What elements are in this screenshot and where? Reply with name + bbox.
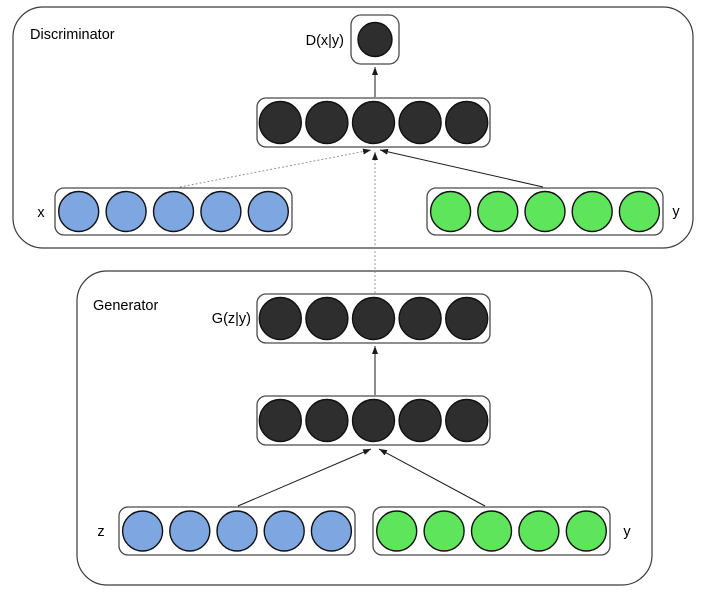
generator-input-z-layer — [121, 510, 353, 552]
generator-z-node — [216, 510, 258, 552]
generator-output-node — [305, 296, 349, 341]
discriminator-y-node — [618, 190, 661, 233]
generator-y-node — [565, 510, 607, 552]
generator-z-node — [169, 510, 211, 552]
discriminator-output-node — [357, 21, 393, 58]
generator-y-node — [518, 510, 560, 552]
generator-hidden-layer — [258, 398, 489, 443]
discriminator-hidden-node — [351, 100, 396, 145]
generator-container — [76, 270, 653, 586]
discriminator-input-x-layer — [57, 190, 289, 233]
generator-hidden-node — [398, 398, 442, 443]
discriminator-hidden-node — [398, 100, 442, 145]
discriminator-hidden-node — [445, 100, 489, 145]
connection-x-to-disc-hidden — [179, 148, 372, 188]
discriminator-input-y-layer — [429, 190, 661, 233]
discriminator-x-node — [105, 190, 147, 233]
generator-hidden-node — [258, 398, 302, 443]
generator-output-label: G(z|y) — [212, 311, 251, 327]
generator-z-node — [121, 510, 164, 552]
generator-input-y-layer — [376, 510, 607, 552]
discriminator-y-node — [571, 190, 613, 233]
discriminator-title: Discriminator — [30, 27, 115, 43]
connection-y-to-gen-hidden — [378, 448, 486, 507]
generator-y-node — [470, 510, 513, 552]
generator-title: Generator — [93, 298, 158, 314]
discriminator-input-x-label: x — [37, 205, 45, 221]
discriminator-input-y-label: y — [672, 204, 680, 220]
discriminator-x-node — [200, 190, 242, 233]
generator-output-layer — [258, 296, 489, 341]
generator-output-node — [258, 296, 302, 341]
generator-hidden-node — [445, 398, 489, 443]
generator-output-node — [351, 296, 396, 341]
discriminator-y-node — [477, 190, 519, 233]
generator-input-y-label: y — [623, 524, 631, 540]
discriminator-output-label: D(x|y) — [306, 33, 344, 49]
connection-y-to-disc-hidden — [379, 148, 544, 188]
discriminator-y-node — [524, 190, 566, 233]
generator-output-node — [445, 296, 489, 341]
generator-input-z-label: z — [97, 524, 104, 540]
discriminator-x-node — [57, 190, 100, 233]
discriminator-y-node — [429, 190, 472, 233]
generator-hidden-node — [351, 398, 396, 443]
generator-y-node — [376, 510, 418, 552]
generator-output-node — [398, 296, 442, 341]
connection-z-to-gen-hidden — [237, 448, 372, 507]
generator-z-node — [263, 510, 305, 552]
discriminator-x-node — [247, 190, 289, 233]
discriminator-output-layer — [357, 21, 393, 58]
generator-y-node — [423, 510, 465, 552]
discriminator-hidden-layer — [258, 100, 489, 145]
discriminator-x-node — [152, 190, 195, 233]
discriminator-container — [12, 6, 694, 249]
generator-z-node — [310, 510, 353, 552]
discriminator-hidden-node — [258, 100, 302, 145]
generator-hidden-node — [305, 398, 349, 443]
discriminator-hidden-node — [305, 100, 349, 145]
